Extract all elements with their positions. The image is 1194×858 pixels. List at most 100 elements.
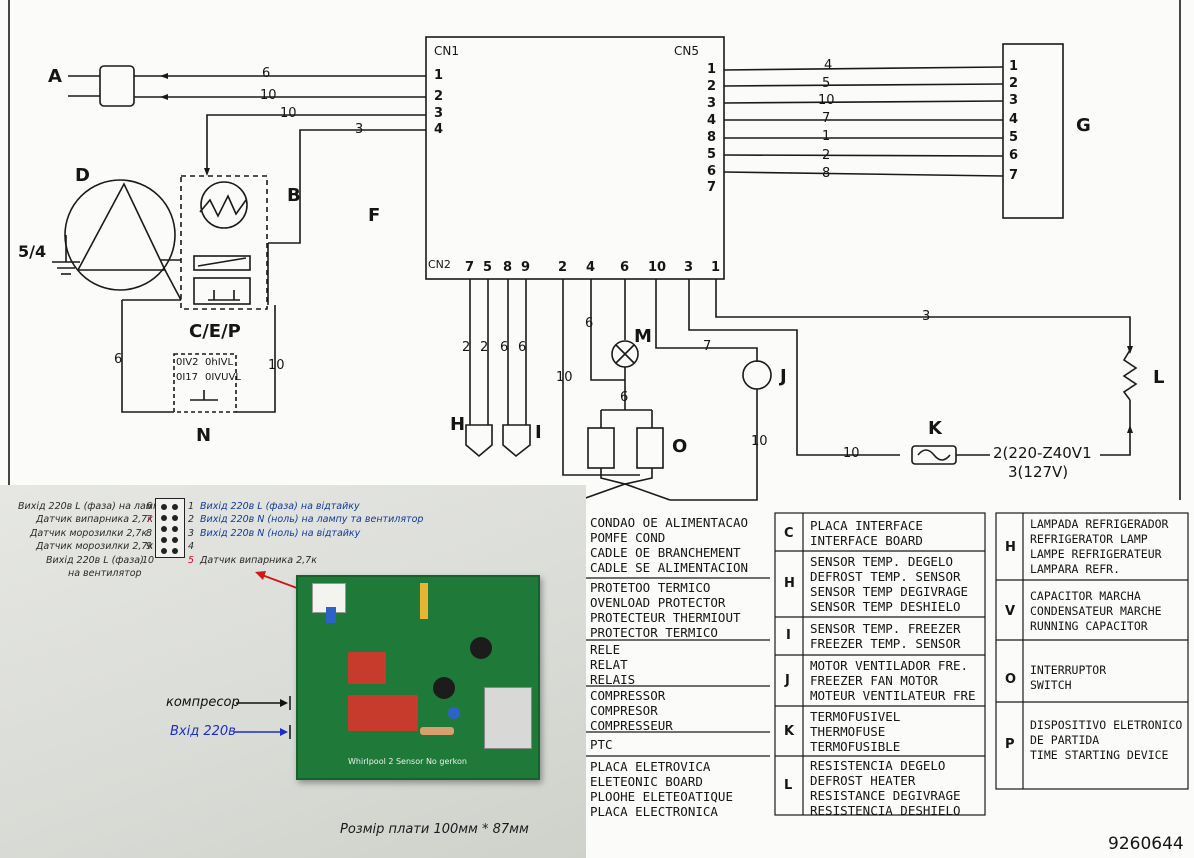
legend-letter: K [784,724,795,739]
wire-num: 6 [262,66,271,81]
drawing-code: 9260644 [1108,834,1184,854]
g-wires [723,66,1004,177]
label-i: I [535,422,542,443]
label-ground: 5/4 [18,242,47,261]
cn5-label: CN5 [674,44,699,58]
cn2-pin: 6 [620,260,630,275]
compressor-d-circle [64,179,176,291]
cn2-pin: 10 [648,260,667,275]
capacitor-2 [433,677,455,699]
wire-num: 6 [585,316,594,331]
switch-o-right [636,427,664,469]
cn2-pin: 2 [558,260,568,275]
pinout-left-text: Вихід 220в L (фаза) на лампу [18,501,165,512]
legend-letter: J [785,673,790,688]
cn2-label: CN2 [428,258,451,271]
pin-num-left: 9 [146,541,153,552]
capacitor-1 [470,637,492,659]
legend-c2: TERMOFUSIVEL THERMOFUSE TERMOFUSIBLE [810,709,901,754]
wire-num: 7 [822,111,831,126]
heater-l [1122,349,1138,401]
legend-letter: H [784,576,795,591]
pin-num-left: 10 [142,555,155,566]
legend-letter: C [784,526,794,541]
legend-c2: MOTOR VENTILADOR FRE. FREEZER FAN MOTOR … [810,658,976,703]
wire-num: 7 [703,339,712,354]
label-m: M [634,326,652,347]
label-d: D [75,165,90,186]
label-a: A [48,66,62,87]
legend-c1: COMPRESSOR COMPRESOR COMPRESSEUR [590,688,673,733]
wire-num: 8 [822,166,831,181]
legend-c1: RELE RELAT RELAIS [590,642,636,687]
power-plug-a [68,65,426,107]
wire-num: 1 [822,129,831,144]
cn2-pin: 1 [711,260,721,275]
sensor-h-probe [465,424,493,458]
legend-c3: INTERRUPTOR SWITCH [1030,663,1107,692]
legend-letter: O [1005,672,1017,687]
cn1-pin: 4 [434,122,444,137]
cn1-pin: 2 [434,89,444,104]
label-n-tr: 0hIVL [205,357,234,368]
wire-num: 10 [556,370,573,385]
cn5-pin: 7 [707,180,717,195]
cn2-pin: 5 [483,260,493,275]
supply-voltage-1: 2(220-Z40V1 [993,444,1092,462]
pin-num-right: 1 [188,501,195,512]
label-n: N [196,425,212,446]
interface-board-g [1002,43,1064,219]
pinout-right-text: Датчик випарника 2,7к [200,555,317,566]
g-pin: 2 [1009,76,1019,91]
legend-letter: P [1005,737,1015,752]
cn2-pin: 7 [465,260,475,275]
label-n-bl: 0I17 [176,372,199,383]
legend-letter: H [1005,540,1016,555]
relay-1 [348,652,386,684]
label-j: J [780,366,787,387]
board-photo: Вихід 220в L (фаза) на лампу Датчик випа… [0,485,586,858]
legend-c3: LAMPADA REFRIGERADOR REFRIGERATOR LAMP L… [1030,517,1169,576]
cn5-pin: 1 [707,62,717,77]
label-l: L [1153,367,1165,388]
legend-c3: CAPACITOR MARCHA CONDENSATEUR MARCHE RUN… [1030,589,1162,633]
legend-c1: PTC [590,737,613,752]
cep-box [180,175,268,310]
legend-letter: I [786,628,791,643]
pin-num-right: 3 [188,528,195,539]
wire-num: 2 [462,340,471,355]
input-caption: Вхід 220в [170,724,236,739]
cn2-pin: 4 [586,260,596,275]
pinout-right-text: Вихід 220в N (ноль) на відтайку [200,528,361,539]
cn5-pin: 8 [707,130,717,145]
relay-2 [348,695,418,731]
pin-header [420,583,428,619]
wire-num: 4 [824,58,833,73]
board-size-caption: Розмір плати 100мм * 87мм [340,822,529,837]
pin-num-right: 4 [188,541,195,552]
cn1-pin: 1 [434,68,444,83]
cn1-label: CN1 [434,44,459,58]
wire-num: 10 [818,93,835,108]
wire-num: 6 [518,340,527,355]
g-pin: 6 [1009,148,1019,163]
cn5-pin: 2 [707,79,717,94]
cn1-pin: 3 [434,106,444,121]
wire-num: 5 [822,76,831,91]
compressor-caption: компресор [166,695,240,710]
legend-c2: PLACA INTERFACE INTERFACE BOARD [810,518,923,548]
wire-num: 6 [620,390,629,405]
cn2-pin: 3 [684,260,694,275]
pin-num-right: 5 [188,555,195,566]
connector-header [155,498,185,558]
wire-num: 2 [480,340,489,355]
small-capacitor [326,607,336,623]
relay-n-box [173,353,237,413]
supply-voltage-2: 3(127V) [1008,463,1069,481]
cn5-pin: 5 [707,147,717,162]
pinout-left-text: Вихід 220в L (фаза) [46,555,144,566]
pin-num-right: 2 [188,514,195,525]
cn2-pin: 8 [503,260,513,275]
